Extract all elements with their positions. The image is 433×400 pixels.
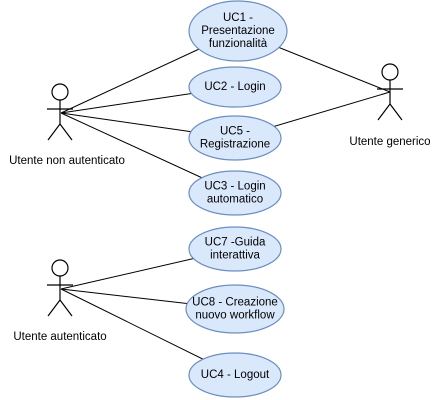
use-case-label-line: interattiva bbox=[210, 250, 260, 262]
actor-figure-icon bbox=[47, 259, 73, 317]
actor-non-auth[interactable]: Utente non autenticato bbox=[9, 83, 125, 167]
use-case-label-line: UC5 - bbox=[220, 126, 250, 138]
use-case-label-line: UC4 - Logout bbox=[201, 369, 270, 381]
use-case-ellipse bbox=[188, 115, 282, 161]
use-case-label-line: UC3 - Login bbox=[204, 181, 265, 193]
use-case-label-line: Registrazione bbox=[200, 139, 270, 151]
use-case-uc4[interactable]: UC4 - Logout bbox=[188, 352, 282, 398]
actor-figure-icon bbox=[47, 83, 73, 141]
actor-auth[interactable]: Utente autenticato bbox=[13, 259, 107, 343]
actors-layer: Utente non autenticato Utente genericoUte… bbox=[9, 63, 431, 343]
use-case-uc2[interactable]: UC2 - Login bbox=[188, 66, 282, 108]
use-case-label-line: UC8 - Creazione bbox=[192, 297, 278, 309]
use-case-ellipse bbox=[188, 66, 282, 108]
actor-label: Utente generico bbox=[349, 136, 430, 148]
use-case-label-line: UC1 - bbox=[223, 12, 253, 24]
use-case-ellipse bbox=[188, 352, 282, 398]
actor-label: Utente autenticato bbox=[13, 331, 106, 343]
actor-label: Utente non autenticato bbox=[9, 155, 125, 167]
actor-generic[interactable]: Utente generico bbox=[349, 63, 431, 148]
use-case-label-line: automatico bbox=[207, 194, 263, 206]
use-case-label-line: UC7 -Guida bbox=[205, 237, 266, 249]
actor-figure-icon bbox=[377, 63, 403, 121]
use-case-label-line: nuovo workflow bbox=[195, 310, 275, 322]
use-case-label-line: UC2 - Login bbox=[204, 81, 265, 93]
use-case-ellipse bbox=[188, 226, 282, 272]
use-case-uc5[interactable]: UC5 -Registrazione bbox=[188, 115, 282, 161]
use-case-ellipse bbox=[185, 284, 285, 334]
use-case-label-line: funzionalità bbox=[209, 38, 268, 50]
use-case-ellipse bbox=[188, 0, 288, 62]
use-case-label-line: Presentazione bbox=[201, 25, 275, 37]
use-case-ellipse bbox=[188, 170, 282, 216]
